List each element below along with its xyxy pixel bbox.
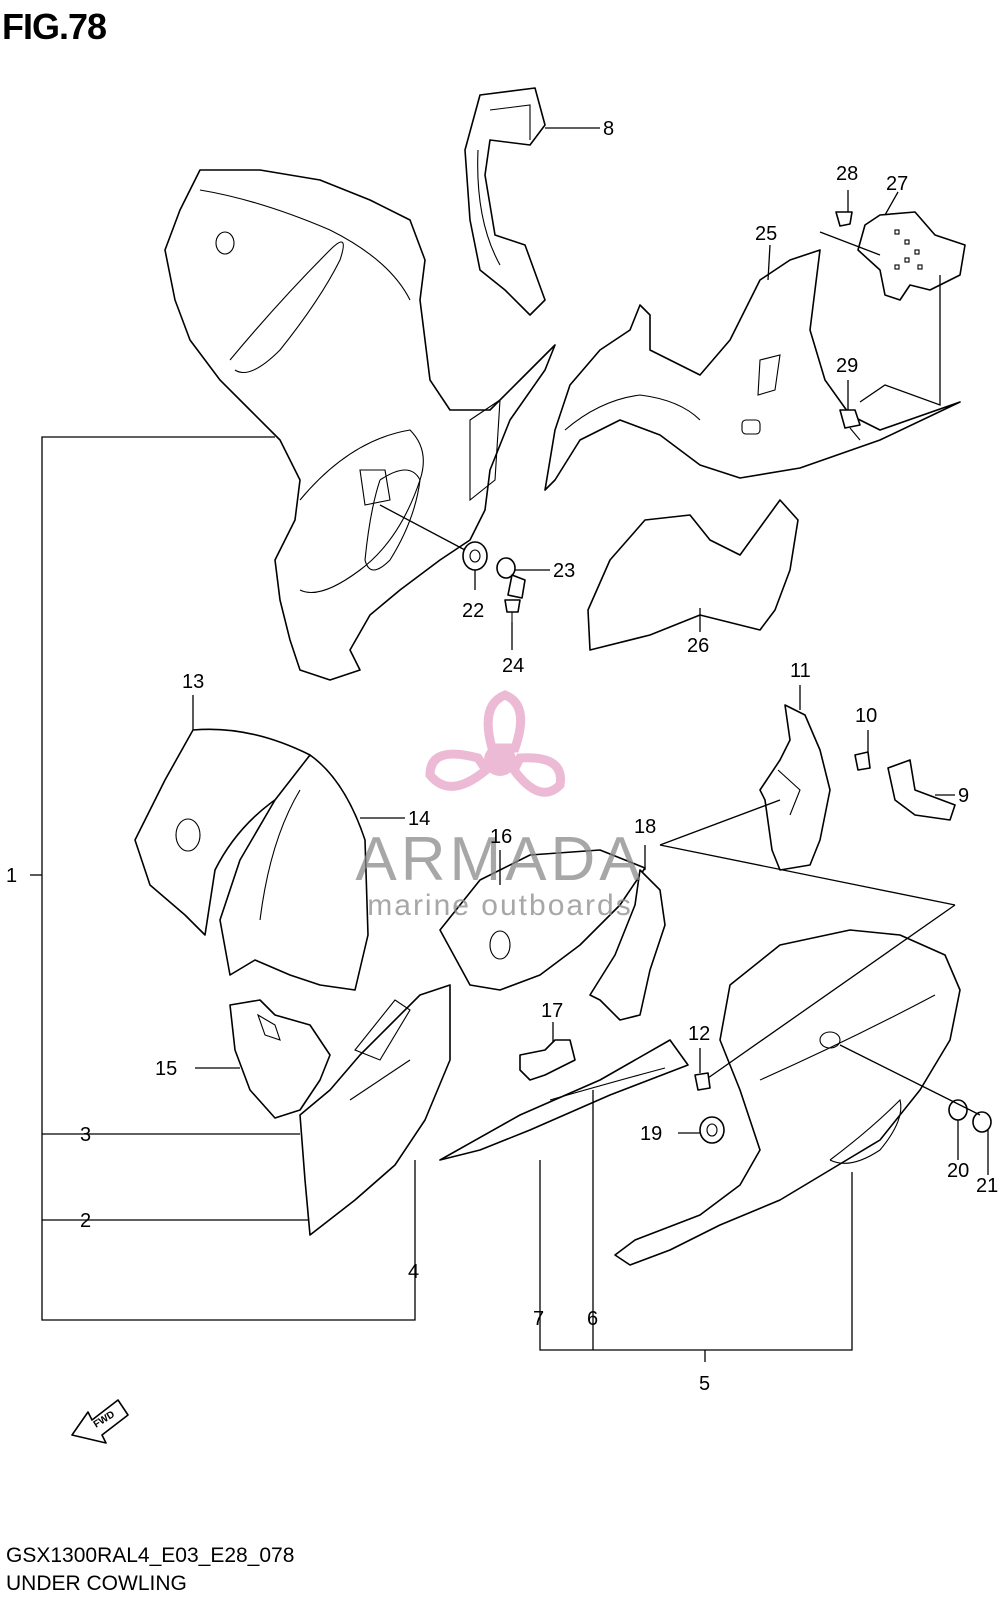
part-27-bracket [819,211,966,406]
part-11-bracket [659,704,956,906]
callout-17: 17 [541,1000,563,1022]
callout-27: 27 [886,173,908,195]
callout-leaders [192,127,989,1362]
part-29-screw [839,409,861,441]
upper-inner-cowling [164,169,556,681]
part-20-washer [948,1099,968,1121]
callout-29: 29 [836,355,858,377]
callout-19: 19 [640,1123,662,1145]
callout-11: 11 [790,660,811,682]
callout-6: 6 [587,1308,598,1330]
callout-12: 12 [688,1023,710,1045]
part-24-screw [504,599,521,622]
callout-13: 13 [182,671,204,693]
callout-8: 8 [603,118,614,140]
callout-21: 21 [976,1175,998,1197]
callout-22: 22 [462,600,484,622]
watermark-brand: ARMADA [355,825,644,894]
part-23-nut [496,557,526,599]
part-12-screw [694,1072,711,1091]
part-17-clip [519,1039,576,1081]
callout-2: 2 [80,1210,91,1232]
callout-23: 23 [553,560,575,582]
callout-labels: 1 2 3 4 5 6 7 8 9 10 11 12 13 14 15 16 1… [6,118,998,1395]
callout-3: 3 [80,1124,91,1146]
diagram-name: UNDER COWLING [6,1572,187,1595]
callout-28: 28 [836,163,858,185]
propeller-logo-icon [425,690,565,797]
callout-5: 5 [699,1373,710,1395]
fwd-arrow-icon [71,1399,129,1444]
part-8-duct [464,87,546,316]
part-28-screw [835,211,853,227]
part-22-grommet [379,504,488,571]
callout-20: 20 [947,1160,969,1182]
part-19-grommet [699,1116,725,1144]
part-9-bracket [887,759,956,821]
callout-16: 16 [490,826,512,848]
part-21-bolt [839,1044,992,1133]
diagram-code: GSX1300RAL4_E03_E28_078 [6,1544,295,1567]
part-6-7-strips [439,1039,689,1161]
part-15-piece [229,999,331,1119]
part-16-cover [439,849,646,991]
part-10-screw [854,751,871,771]
assembly-bracket-1 [30,436,416,1321]
callout-10: 10 [855,705,877,727]
callout-26: 26 [687,635,709,657]
part-2-3-4-inner-panels [110,984,451,1236]
callout-25: 25 [755,223,777,245]
callout-1: 1 [6,865,17,887]
part-25-side-cover [544,249,961,491]
part-5-lower-cowling [614,904,961,1266]
callout-4: 4 [408,1261,419,1283]
callout-9: 9 [958,785,969,807]
callout-24: 24 [502,655,524,677]
callout-7: 7 [533,1308,544,1330]
callout-14: 14 [408,808,430,830]
part-14-cover [219,754,369,991]
callout-18: 18 [634,816,656,838]
part-18-trim [589,869,666,1021]
watermark-tagline: marine outboards [367,889,632,922]
part-26-panel [587,499,799,651]
callout-15: 15 [155,1058,177,1080]
figure-title: FIG.78 [2,6,107,47]
